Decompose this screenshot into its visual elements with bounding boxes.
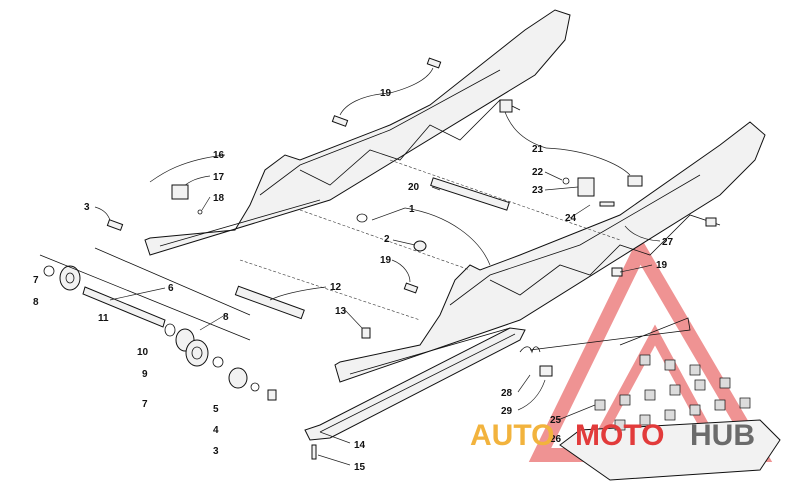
cross-shafts (234, 159, 621, 321)
callout-20: 20 (408, 182, 420, 193)
callout-7-bottom: 7 (142, 399, 148, 410)
callout-19-top: 19 (380, 88, 392, 99)
callout-26: 26 (550, 434, 562, 445)
callout-7-top: 7 (33, 275, 39, 286)
callout-13: 13 (335, 306, 347, 317)
callout-16: 16 (213, 150, 225, 161)
watermark-hub: HUB (690, 419, 755, 452)
leader-lines (94, 67, 661, 466)
callout-19-mid: 19 (380, 255, 392, 266)
callout-3-bottom: 3 (213, 446, 219, 457)
callout-18: 18 (213, 193, 225, 204)
callout-21: 21 (532, 144, 544, 155)
callout-5: 5 (213, 404, 219, 415)
callout-23: 23 (532, 185, 544, 196)
rail-rear (144, 9, 571, 256)
callout-14: 14 (354, 440, 366, 451)
callout-1: 1 (409, 204, 415, 215)
callout-29: 29 (501, 406, 513, 417)
callout-3-top: 3 (84, 202, 90, 213)
callout-4: 4 (213, 425, 219, 436)
slide-rail (304, 327, 526, 460)
callout-9: 9 (142, 369, 148, 380)
callout-8-top: 8 (33, 297, 39, 308)
rail-front (334, 121, 766, 383)
callout-15: 15 (354, 462, 366, 473)
callout-11: 11 (98, 313, 109, 324)
callout-12: 12 (330, 282, 342, 293)
callout-24: 24 (565, 213, 577, 224)
callout-25: 25 (550, 415, 562, 426)
callout-labels: 16 17 18 3 19 20 1 2 19 21 22 23 24 27 1… (33, 88, 674, 473)
callout-28: 28 (501, 388, 513, 399)
callout-22: 22 (532, 167, 544, 178)
callout-6: 6 (168, 283, 174, 294)
watermark-moto: MOTO (575, 419, 664, 452)
hardware (106, 57, 717, 339)
callout-27: 27 (662, 237, 674, 248)
spring-assembly (519, 317, 691, 377)
track-section (559, 354, 781, 481)
callout-8-mid: 8 (223, 312, 229, 323)
axle-assembly (39, 247, 277, 401)
callout-2: 2 (384, 234, 390, 245)
watermark-auto: AUTO (470, 419, 554, 452)
callout-10: 10 (137, 347, 149, 358)
watermark-text: AUTO MOTO HUB (470, 419, 755, 452)
callout-17: 17 (213, 172, 225, 183)
callout-19-right: 19 (656, 260, 668, 271)
